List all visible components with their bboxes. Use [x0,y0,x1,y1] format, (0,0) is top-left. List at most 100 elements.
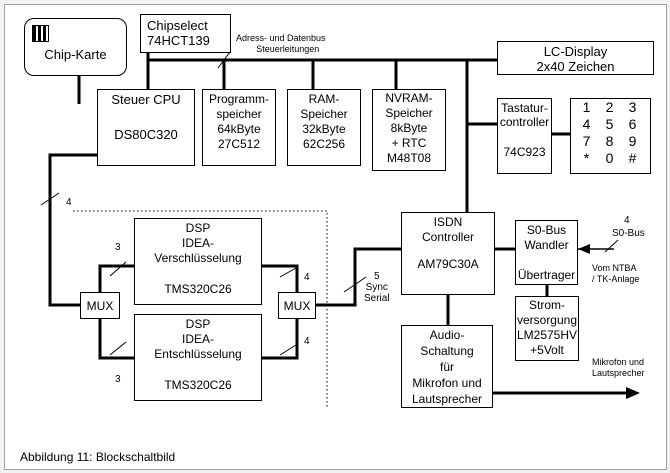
nvram-part: M48T08 [386,151,432,165]
key-1: 1 [582,99,591,115]
keyboard-controller-box: Tastatur- controller 74C923 [497,98,552,174]
bus-label: Adress- und Datenbus Steuerleitungen [236,33,326,55]
ram-size: 32kByte [302,122,346,136]
chip-card-label: Chip-Karte [44,47,107,62]
nvram-rtc: + RTC [391,136,427,150]
bus-label-line2: Steuerleitungen [256,44,320,54]
bus-width-dec-out: 4 [304,336,310,347]
bus-label-line1: Adress- und Datenbus [236,33,326,43]
power-part: LM2575HV [516,328,578,342]
key-2: 2 [605,99,614,115]
sync-serial-label: 5 Sync Serial [364,271,390,304]
key-6: 6 [628,116,637,132]
lcd-spec: 2x40 Zeichen [536,59,615,74]
isdn-line2: Controller [421,230,475,244]
isdn-line1: ISDN [433,215,463,229]
prog-mem-line2: speicher [216,107,262,121]
nvram-line1: NVRAM- [385,91,433,105]
audio-line4: Mikrofon und [412,376,482,390]
nvram-box: NVRAM- Speicher 8kByte + RTC M48T08 [372,89,446,171]
keyboard-ctrl-line1: Tastatur- [501,101,548,115]
audio-line1: Audio- [429,328,465,342]
chip-icon [32,25,49,42]
s0-bus-width: 4 [624,215,630,226]
key-5: 5 [605,116,614,132]
lcd-title: LC-Display [543,44,608,59]
power-voltage: +5Volt [530,343,564,357]
dsp-enc-line2: IDEA- [181,236,214,250]
chipselect-part: 74HCT139 [147,33,210,48]
isdn-controller-box: ISDN Controller AM79C30A [401,212,495,295]
mux-left: MUX [80,292,120,319]
ram-part: 62C256 [302,137,346,151]
figure-caption: Abbildung 11: Blockschaltbild [20,450,176,464]
mic-line1: Mikrofon und [592,357,645,367]
ram-line1: RAM- [308,92,340,106]
s0-bus-box: S0-Bus Wandler Übertrager [515,220,578,285]
dsp-encryption-box: DSP IDEA- Verschlüsselung TMS320C26 [134,218,262,305]
chipselect-title: Chipselect [147,18,208,33]
prog-mem-part: 27C512 [217,137,261,151]
key-7: 7 [582,133,591,149]
prog-mem-size: 64kByte [217,122,261,136]
audio-line2: Schaltung [420,344,474,358]
bus-width-enc-out: 4 [304,272,310,283]
mic-speaker-label: Mikrofon und Lautsprecher [592,357,645,379]
audio-line5: Lautsprecher [411,392,483,406]
mux-right-label: MUX [283,299,311,313]
dsp-decryption-box: DSP IDEA- Entschlüsselung TMS320C26 [134,314,262,401]
cpu-title: Steuer CPU [111,92,181,107]
dsp-dec-line1: DSP [185,317,211,331]
sync-serial-1: Sync [365,282,388,293]
dsp-dec-part: TMS320C26 [164,378,232,392]
key-star: * [583,150,590,166]
chipselect-box: Chipselect 74HCT139 [140,14,231,53]
nvram-size: 8kByte [390,121,428,135]
cpu-part: DS80C320 [114,127,178,142]
ntba-line1: Vom NTBA [592,263,637,273]
key-8: 8 [605,133,614,149]
key-hash: # [628,150,637,166]
program-memory-box: Programm- speicher 64kByte 27C512 [202,89,276,166]
power-line2: versorgung [516,313,578,327]
ntba-label: Vom NTBA / TK-Anlage [592,263,639,285]
sync-serial-n: 5 [374,271,380,282]
ram-line2: Speicher [300,107,348,121]
bus-width-cpu: 4 [66,197,72,208]
keyboard-ctrl-line2: controller [499,115,550,129]
ntba-line2: / TK-Anlage [592,274,640,284]
bus-width-enc-in: 3 [115,242,121,253]
isdn-part: AM79C30A [417,257,479,271]
dsp-enc-part: TMS320C26 [164,282,232,296]
dsp-enc-line3: Verschlüsselung [154,251,242,265]
mux-left-label: MUX [86,299,114,313]
audio-circuit-box: Audio- Schaltung für Mikrofon und Lautsp… [401,325,493,408]
power-line1: Strom- [529,298,565,312]
cpu-box: Steuer CPU DS80C320 [97,89,195,166]
prog-mem-line1: Programm- [208,92,269,106]
keypad-box: 1 2 3 4 5 6 7 8 9 * 0 # [570,98,651,174]
mic-line2: Lautsprecher [592,368,645,378]
key-3: 3 [628,99,637,115]
lcd-box: LC-Display 2x40 Zeichen [497,41,654,75]
ram-box: RAM- Speicher 32kByte 62C256 [287,89,361,166]
key-9: 9 [628,133,637,149]
s0-bus-input-label: S0-Bus [612,228,645,239]
power-supply-box: Strom- versorgung LM2575HV +5Volt [515,296,579,361]
mux-right: MUX [278,292,316,319]
key-4: 4 [582,116,591,132]
dsp-dec-line3: Entschlüsselung [154,347,242,361]
chip-card: Chip-Karte [24,18,127,76]
keypad-grid: 1 2 3 4 5 6 7 8 9 * 0 # [575,99,645,167]
key-0: 0 [605,150,614,166]
keyboard-ctrl-part: 74C923 [503,145,546,159]
audio-line3: für [439,360,454,374]
bus-width-dec-in: 3 [115,374,121,385]
nvram-line2: Speicher [385,106,433,120]
s0-line3: Übertrager [517,268,576,282]
s0-line2: Wandler [524,238,569,252]
s0-line1: S0-Bus [526,223,567,237]
dsp-dec-line2: IDEA- [181,332,214,346]
dsp-enc-line1: DSP [185,221,211,235]
